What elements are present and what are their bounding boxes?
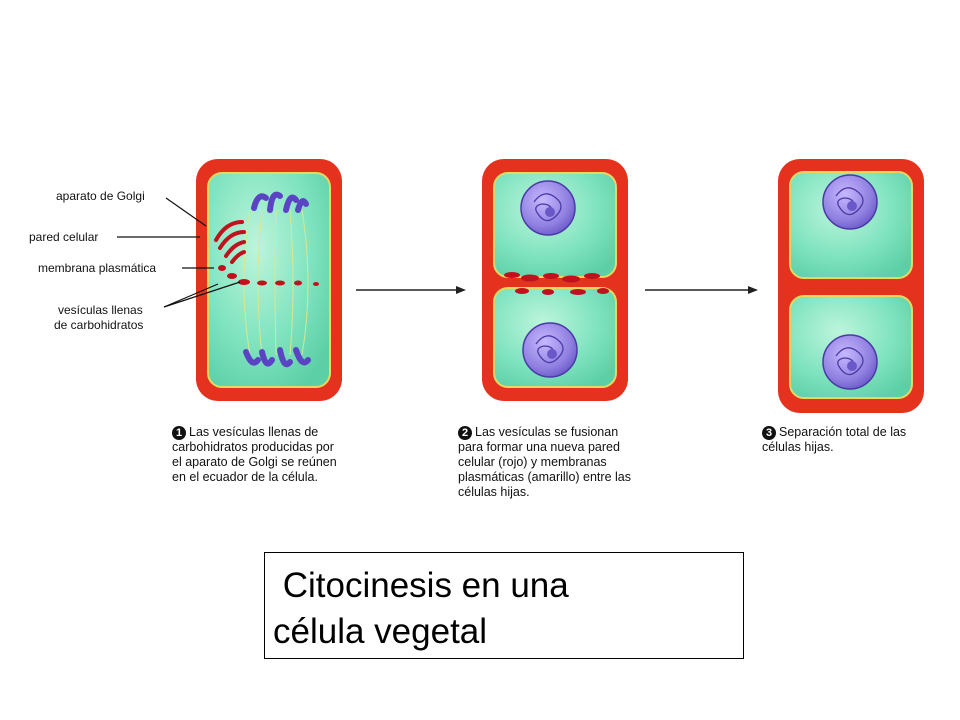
step-2-line: plasmáticas (amarillo) entre las xyxy=(458,470,631,484)
step-3-line: Separación total de las xyxy=(779,425,907,439)
label-pointers xyxy=(117,197,241,308)
step-2-line: células hijas. xyxy=(458,485,530,499)
slide-title: Citocinesis en una célula vegetal xyxy=(273,563,743,655)
cytoplasm xyxy=(207,172,331,388)
chromosomes-bottom xyxy=(243,347,311,368)
nucleus-bottom xyxy=(522,322,578,378)
title-box: Citocinesis en una célula vegetal xyxy=(264,552,744,659)
title-line-2: célula vegetal xyxy=(273,612,488,651)
step-1-line: Las vesículas llenas de xyxy=(189,425,319,439)
label-golgi: aparato de Golgi xyxy=(56,189,145,203)
step-1-line: el aparato de Golgi se reúnen xyxy=(172,455,337,469)
nucleus-bottom xyxy=(822,334,878,390)
step-2-line: celular (rojo) y membranas xyxy=(458,455,607,469)
cell-stage-3 xyxy=(778,159,924,413)
step-3-line: células hijas. xyxy=(762,440,834,454)
label-cell-wall: pared celular xyxy=(29,230,99,244)
nucleus-top xyxy=(822,174,878,230)
step-2-line: para formar una nueva pared xyxy=(458,440,620,454)
cell-stage-2 xyxy=(482,159,628,401)
arrow-1 xyxy=(356,286,466,294)
step-number-3: 3 xyxy=(762,426,776,440)
step-number-1: 1 xyxy=(172,426,186,440)
title-line-1: Citocinesis en una xyxy=(273,566,569,605)
step-1-line: en el ecuador de la célula. xyxy=(172,470,318,484)
label-vesicles-line2: de carbohidratos xyxy=(54,318,144,332)
arrow-2 xyxy=(645,286,758,294)
nucleus-top xyxy=(520,180,576,236)
label-plasma-membrane: membrana plasmática xyxy=(38,261,157,275)
step-1-line: carbohidratos producidas por xyxy=(172,440,334,454)
cell-stage-1 xyxy=(117,159,342,401)
label-vesicles-line1: vesículas llenas xyxy=(58,303,143,317)
golgi-apparatus xyxy=(214,220,246,264)
forming-cell-plate xyxy=(504,272,609,295)
step-number-2: 2 xyxy=(458,426,472,440)
vesicles xyxy=(218,265,319,286)
chromosomes-top xyxy=(251,191,309,213)
step-2-line: Las vesículas se fusionan xyxy=(475,425,619,439)
